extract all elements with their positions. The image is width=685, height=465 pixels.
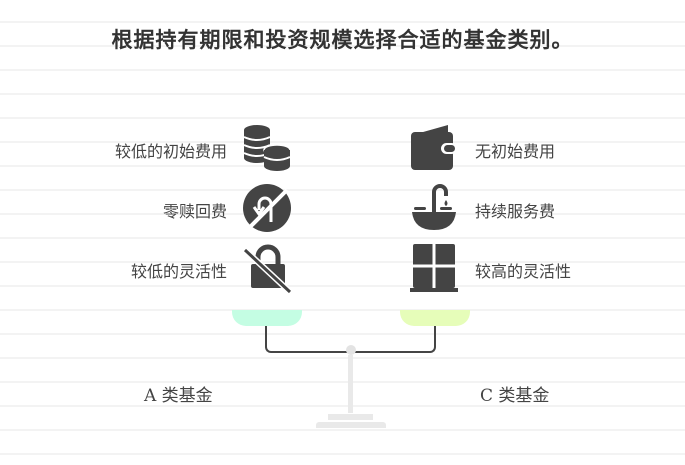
right-item-label: 无初始费用 [475, 142, 556, 161]
right-scale-pan [400, 310, 470, 326]
scale-base-lower [316, 422, 386, 428]
sink-faucet-icon [412, 184, 456, 230]
left-item-label: 较低的灵活性 [130, 262, 227, 281]
diagram-title: 根据持有期限和投资规模选择合适的基金类别。 [111, 27, 574, 52]
right-item-label: 持续服务费 [475, 202, 556, 221]
scale-beam-left [265, 326, 350, 353]
scale-beam-right [355, 326, 436, 353]
lock-crossed-icon [242, 244, 293, 294]
wallet-icon [411, 125, 457, 170]
coins-stack-icon [243, 125, 291, 171]
no-u-turn-icon [243, 184, 291, 232]
fund-c-label: C 类基金 [480, 386, 550, 406]
left-scale-pan [232, 310, 302, 326]
scale-pivot [346, 345, 356, 355]
window-icon [410, 244, 458, 292]
left-item-label: 零赎回费 [162, 202, 227, 221]
fund-a-label: A 类基金 [144, 386, 213, 406]
right-item-label: 较高的灵活性 [475, 262, 572, 281]
scale-pillar [348, 355, 353, 413]
scale-base-upper [328, 414, 373, 420]
left-item-label: 较低的初始费用 [114, 142, 227, 161]
